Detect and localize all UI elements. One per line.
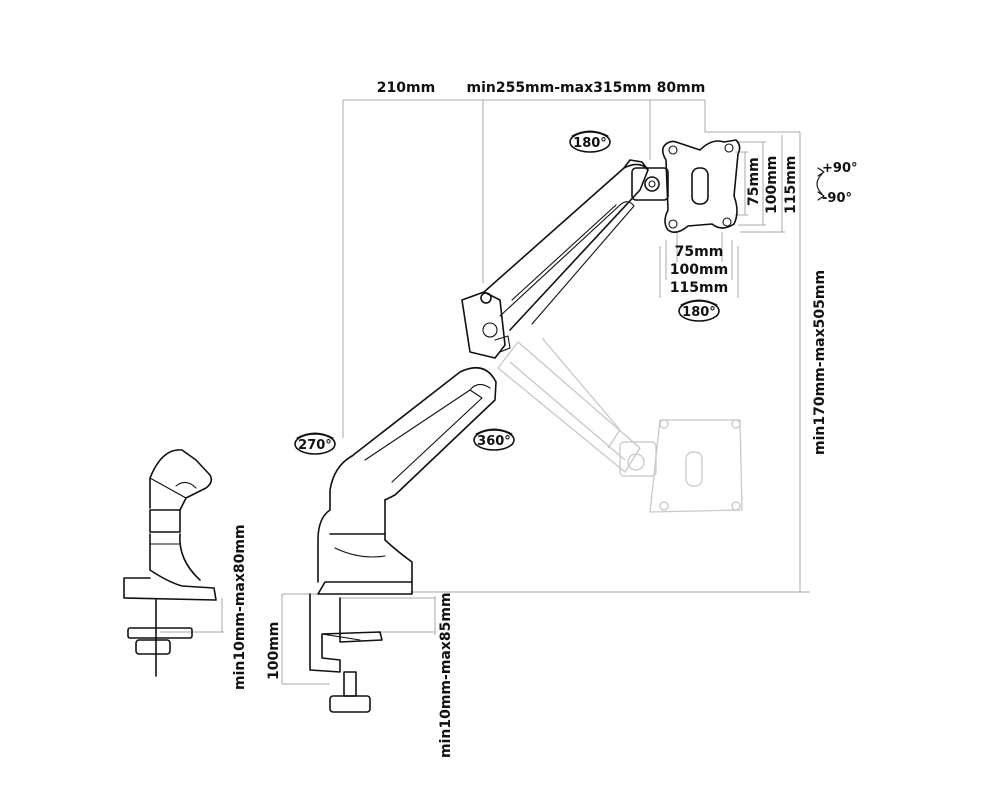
dimension-labels: 210mm min255mm-max315mm 80mm min170mm-ma…	[232, 80, 828, 758]
vesa-vertical-115: 115mm	[783, 156, 799, 214]
rotation-label-top: 180°	[573, 136, 607, 151]
vesa-vertical-75: 75mm	[746, 157, 762, 206]
tilt-up-label: +90°	[822, 161, 857, 176]
dim-clamp-range: min10mm-max85mm	[438, 592, 454, 758]
rotation-badge-head: 180°	[678, 299, 720, 322]
dim-head-offset: 80mm	[657, 80, 706, 96]
vesa-horizontal-75: 75mm	[675, 244, 724, 260]
dim-height-range: min170mm-max505mm	[812, 270, 828, 455]
ghost-lowered-arm	[497, 337, 743, 513]
grommet-mount-detail	[123, 449, 217, 677]
monitor-arm-main	[309, 139, 741, 713]
vesa-horizontal-100: 100mm	[670, 262, 728, 278]
rotation-badge-elbow: 360°	[473, 428, 515, 451]
rotation-label-base: 270°	[298, 438, 332, 453]
rotation-label-head: 180°	[682, 305, 716, 320]
dim-arm-segment-2: min255mm-max315mm	[466, 80, 651, 96]
vesa-horizontal-115: 115mm	[670, 280, 728, 296]
dim-arm-segment-1: 210mm	[377, 80, 435, 96]
dim-clamp-height: 100mm	[266, 622, 282, 680]
rotation-badge-base: 270°	[294, 432, 336, 455]
tilt-down-label: -90°	[822, 191, 852, 206]
rotation-badge-top: 180°	[569, 130, 611, 153]
tilt-indicator: +90° -90°	[816, 161, 857, 206]
dim-grommet-range: min10mm-max80mm	[232, 524, 248, 690]
dimension-lines	[160, 99, 810, 685]
vesa-vertical-100: 100mm	[764, 156, 780, 214]
rotation-label-elbow: 360°	[477, 434, 511, 449]
